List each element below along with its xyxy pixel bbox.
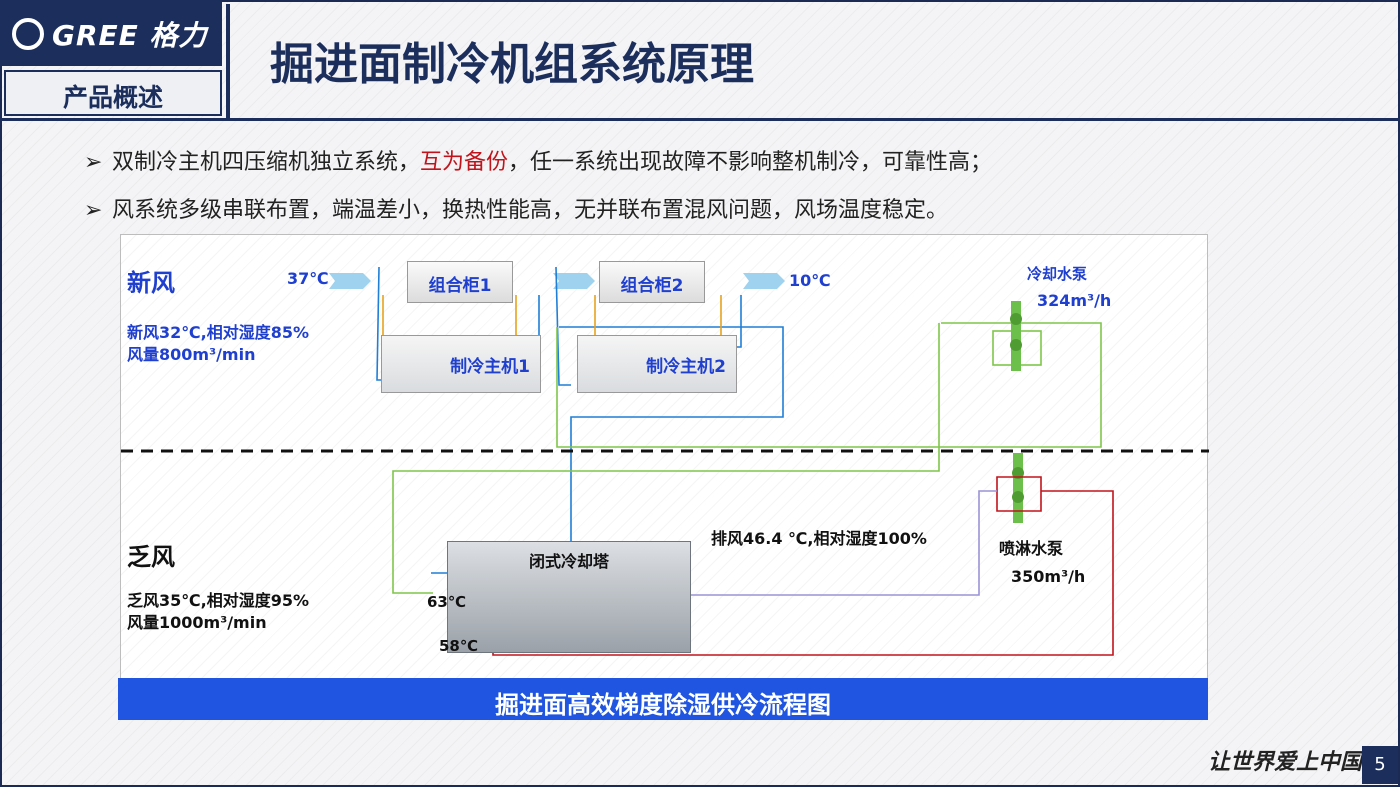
logo-panel: GREE 格力 (0, 0, 222, 66)
bullet-1-text-b: ，任一系统出现故障不影响整机制冷，可靠性高； (508, 150, 993, 175)
bullet-arrow-icon: ➢ (84, 198, 103, 223)
bullet-2-text: 风系统多级串联布置，端温差小，换热性能高，无并联布置混风问题，风场温度稳定。 (112, 198, 949, 223)
cold-water-temp: 58℃ (439, 637, 479, 655)
bullet-arrow-icon: ➢ (84, 150, 103, 175)
air-cabinet-2: 组合柜2 (599, 261, 705, 303)
gree-logo-icon (12, 18, 44, 50)
exhaust-air-condition: 乏风35℃,相对湿度95% (127, 591, 310, 610)
flow-diagram: 新风 新风32℃,相对湿度85% 风量800m³/min 37℃ 10℃ 组合柜… (120, 234, 1209, 720)
section-label: 产品概述 (62, 83, 163, 112)
fresh-air-condition: 新风32℃,相对湿度85% (127, 323, 310, 342)
chiller-1: 制冷主机1 (381, 335, 541, 393)
title-divider (226, 4, 230, 118)
spray-pump-icon (1012, 453, 1024, 523)
inlet-temp: 37℃ (287, 269, 329, 288)
air-cabinet-2-label: 组合柜2 (620, 276, 684, 296)
page-title: 掘进面制冷机组系统原理 (270, 39, 754, 90)
cooling-tower-label: 闭式冷却塔 (528, 552, 609, 571)
section-tab: 产品概述 (4, 70, 222, 116)
exhaust-air-volume: 风量1000m³/min (127, 613, 267, 632)
page-number: 5 (1362, 746, 1398, 784)
outlet-temp: 10℃ (789, 271, 831, 290)
bullet-2: ➢ 风系统多级串联布置，端温差小，换热性能高，无并联布置混风问题，风场温度稳定。 (84, 192, 948, 224)
cooling-pump-name: 冷却水泵 (1027, 265, 1088, 283)
chiller-2-label: 制冷主机2 (646, 357, 726, 377)
exhaust-note: 排风46.4 ℃,相对湿度100% (711, 529, 927, 548)
footer-slogan: 让世界爱上中国造 (1208, 750, 1385, 775)
bullet-1: ➢ 双制冷主机四压缩机独立系统，互为备份，任一系统出现故障不影响整机制冷，可靠性高… (84, 144, 992, 176)
hot-water-temp: 63℃ (427, 593, 467, 611)
spray-pump-flow: 350m³/h (1011, 567, 1086, 586)
chiller-2: 制冷主机2 (577, 335, 737, 393)
bullet-1-text-a: 双制冷主机四压缩机独立系统， (112, 150, 421, 175)
chiller-1-label: 制冷主机1 (450, 357, 530, 377)
bullet-1-highlight: 互为备份 (420, 150, 509, 175)
air-cabinet-1-label: 组合柜1 (428, 276, 492, 296)
fresh-air-title: 新风 (127, 269, 175, 297)
spray-pump-name: 喷淋水泵 (999, 539, 1064, 558)
diagram-caption-bar: 掘进面高效梯度除湿供冷流程图 (118, 678, 1208, 720)
air-cabinet-1: 组合柜1 (407, 261, 513, 303)
diagram-caption: 掘进面高效梯度除湿供冷流程图 (495, 691, 831, 719)
airflow-arrows (329, 273, 785, 289)
cooling-tower: 闭式冷却塔 (447, 541, 691, 653)
cooling-pump-icon (1010, 301, 1022, 371)
header-underline (0, 118, 1400, 121)
cooling-pump-flow: 324m³/h (1037, 291, 1112, 310)
logo-text: GREE 格力 (52, 19, 208, 52)
exhaust-air-title: 乏风 (127, 543, 175, 571)
fresh-air-volume: 风量800m³/min (127, 345, 256, 364)
